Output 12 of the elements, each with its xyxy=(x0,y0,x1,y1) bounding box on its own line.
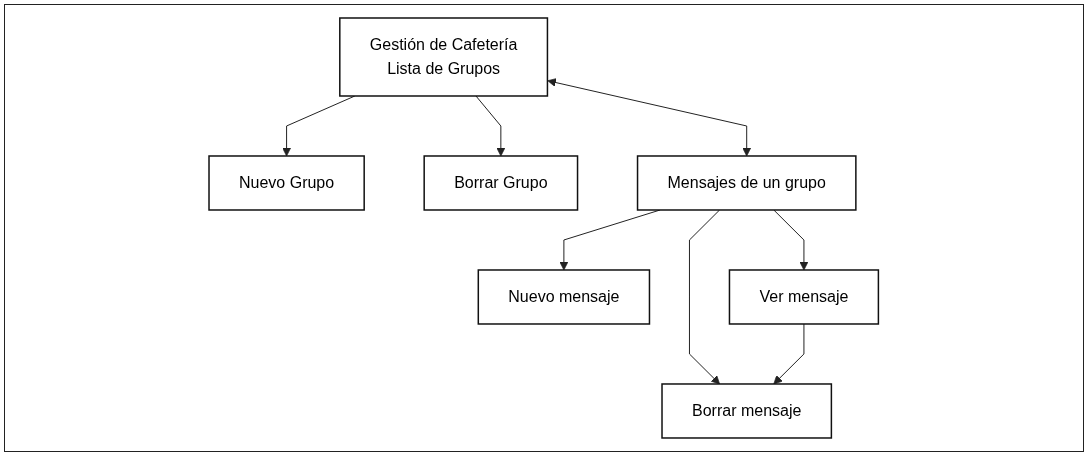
node-box: Mensajes de un grupo xyxy=(637,155,857,211)
node-box: Borrar Grupo xyxy=(423,155,579,211)
node-box: Gestión de Cafetería Lista de Grupos xyxy=(339,17,549,97)
arrow xyxy=(475,95,506,157)
arrow xyxy=(773,209,809,271)
arrow xyxy=(547,78,752,157)
arrow xyxy=(689,209,721,385)
node-box: Borrar mensaje xyxy=(661,383,833,439)
node-box: Ver mensaje xyxy=(729,269,880,325)
node-box: Nuevo Grupo xyxy=(208,155,366,211)
arrow xyxy=(773,323,805,385)
node-box: Nuevo mensaje xyxy=(477,269,651,325)
